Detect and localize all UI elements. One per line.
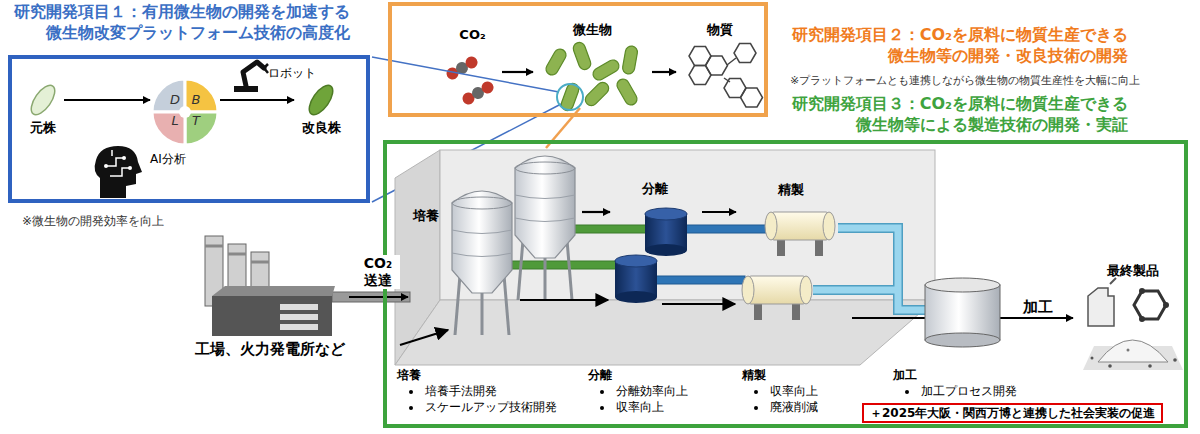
callout-circle — [557, 84, 583, 110]
flow-arrow — [702, 211, 736, 213]
node-text: D — [167, 92, 183, 109]
blue-box-art — [27, 62, 338, 198]
note-label: 収率向上 — [616, 400, 664, 414]
node-text: 培養 — [413, 208, 449, 225]
note-label: 分離 — [588, 368, 612, 382]
microbe-group: 微生物 — [535, 20, 650, 112]
note-label: 収率向上 — [770, 384, 818, 398]
storage-tank — [925, 278, 1000, 347]
node-text: 元株 — [24, 120, 62, 137]
note-label: 精製 — [742, 368, 766, 382]
node-text: 工場、火力発電所など — [192, 340, 347, 360]
note-label: 培養手法開発 — [425, 384, 497, 398]
product-icons — [1083, 278, 1183, 370]
process-stage: 培養 — [410, 148, 580, 335]
node-text: 研究開発項目１：有用微生物の開発を加速する 微生物改変プラットフォーム技術の高度… — [5, 2, 350, 44]
node-text: ＋2025年大阪・関西万博と連携した社会実装の促進 — [870, 406, 1155, 420]
note-label: 加工 — [893, 368, 917, 382]
edge-label: CO₂ 送達 — [356, 255, 400, 289]
note-label: ※プラットフォームとも連携しながら微生物の物質生産性を大幅に向上 — [790, 74, 1140, 87]
note-label: 加工プロセス開発 — [921, 384, 1017, 398]
node-text: L — [167, 113, 183, 130]
flow-arrow — [349, 296, 408, 298]
strain-cell: 元株 — [24, 82, 62, 140]
node-text: B — [188, 92, 204, 109]
final-product: 最終製品 — [1075, 262, 1190, 378]
highlight-box: ＋2025年大阪・関西万博と連携した社会実装の促進 — [862, 403, 1163, 423]
dbtl-cycle: DBLT — [152, 79, 218, 145]
note-label: 分離効率向上 — [616, 384, 688, 398]
note-label: スケールアップ技術開発 — [425, 400, 557, 414]
co2-molecule: CO₂ — [445, 25, 500, 108]
emitter-factory-art — [205, 236, 410, 336]
edge-label: 加工 — [1018, 298, 1058, 316]
node-text: 研究開発項目３：CO₂を原料に物質生産できる 微生物等による製造技術の開発・実証 — [776, 94, 1128, 136]
strain-cell: 改良株 — [296, 82, 346, 140]
process-stage: 精製 — [738, 178, 850, 325]
node-text: 分離 — [642, 181, 682, 198]
flow-arrow — [502, 71, 533, 73]
node-text: 研究開発項目２：CO₂を原料に物質生産できる 微生物等の開発・改良技術の開発 — [776, 25, 1128, 67]
research-item-box: 研究開発項目２：CO₂を原料に物質生産できる 微生物等の開発・改良技術の開発CO… — [388, 2, 768, 117]
flow-arrow — [220, 99, 294, 101]
flow-arrow — [582, 211, 610, 213]
node-text: 物質 — [678, 22, 762, 39]
note-label: 培養 — [397, 368, 421, 382]
node-text: CO₂ — [445, 27, 500, 44]
note-label: 廃液削減 — [770, 400, 818, 414]
node-text: T — [188, 113, 204, 130]
emission-source: 工場、火力発電所など — [192, 230, 347, 362]
node-text: 微生物 — [535, 22, 650, 39]
node-text: 精製 — [778, 182, 818, 199]
product-molecule: 物質 — [678, 20, 762, 108]
note-label: AI分析 — [150, 152, 186, 166]
node-text: 最終製品 — [1075, 263, 1190, 280]
note-label: ※微生物の開発効率を向上 — [22, 214, 164, 228]
flow-arrow — [64, 99, 150, 101]
node-text: 改良株 — [296, 120, 346, 137]
flow-arrow — [652, 71, 676, 73]
factory-building-art — [395, 150, 935, 365]
process-stage: 分離 — [612, 175, 700, 305]
note-label: ロボット — [268, 66, 316, 80]
